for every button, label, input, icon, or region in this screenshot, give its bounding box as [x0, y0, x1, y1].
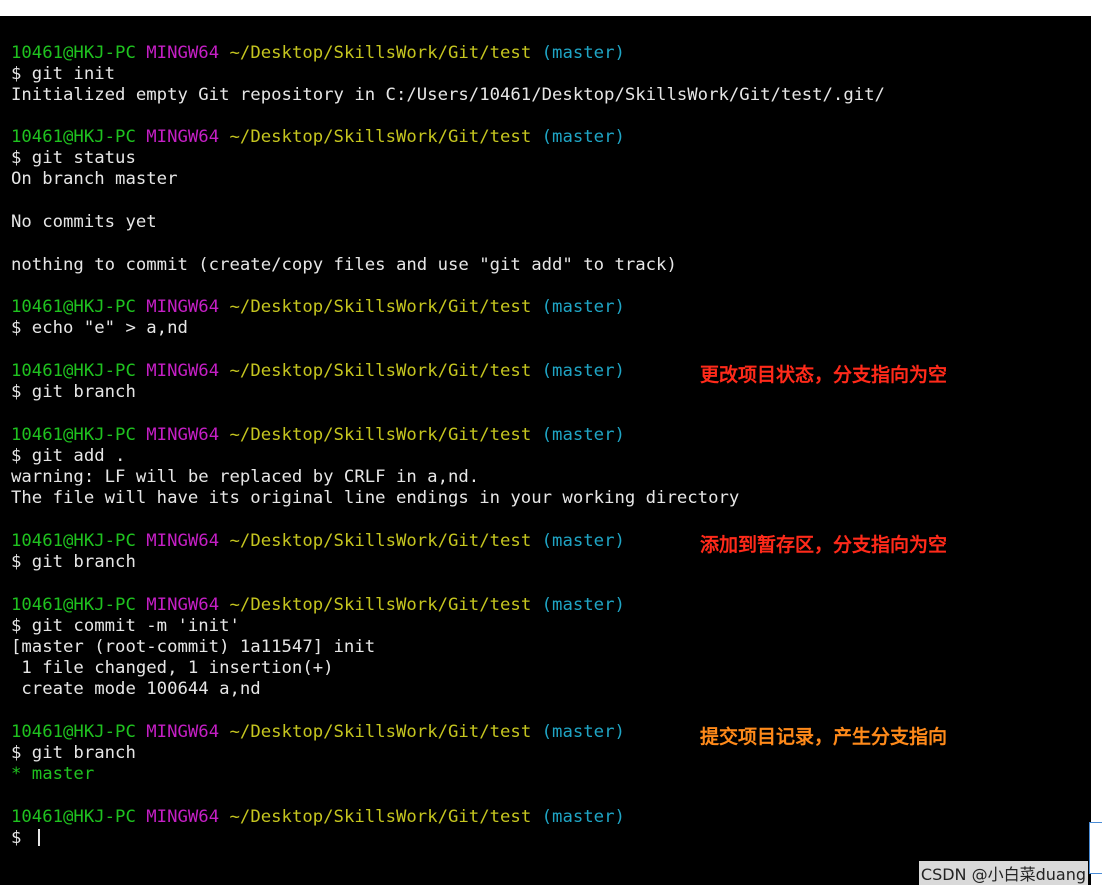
prompt-branch: (master): [541, 361, 625, 381]
output-text: The file will have its original line end…: [11, 488, 740, 508]
command-line: $ git init: [11, 63, 115, 85]
csdn-watermark: CSDN @小白菜duang: [918, 861, 1088, 885]
output-line: No commits yet: [11, 211, 157, 233]
output-line: create mode 100644 a,nd: [11, 678, 261, 700]
prompt-line: 10461@HKJ-PC MINGW64 ~/Desktop/SkillsWor…: [11, 424, 625, 446]
command-text: $ echo "e" > a,nd: [11, 318, 188, 338]
command-text: $: [11, 828, 32, 848]
prompt-msys: MINGW64: [146, 297, 220, 317]
prompt-path: ~/Desktop/SkillsWork/Git/test: [229, 43, 532, 63]
prompt-path: ~/Desktop/SkillsWork/Git/test: [229, 425, 532, 445]
command-line: $ git add .: [11, 445, 125, 467]
command-text: $ git commit -m 'init': [11, 616, 240, 636]
output-text: warning: LF will be replaced by CRLF in …: [11, 467, 480, 487]
prompt-msys: MINGW64: [146, 127, 220, 147]
prompt-branch: (master): [541, 43, 625, 63]
command-line: $ echo "e" > a,nd: [11, 317, 188, 339]
prompt-branch: (master): [541, 807, 625, 827]
command-line: $ git branch: [11, 742, 136, 764]
command-text: $ git branch: [11, 382, 136, 402]
command-line: $ git branch: [11, 551, 136, 573]
prompt-line: 10461@HKJ-PC MINGW64 ~/Desktop/SkillsWor…: [11, 126, 625, 148]
prompt-user: 10461@HKJ-PC: [11, 722, 136, 742]
prompt-msys: MINGW64: [146, 807, 220, 827]
command-line: $ git branch: [11, 381, 136, 403]
prompt-user: 10461@HKJ-PC: [11, 807, 136, 827]
prompt-msys: MINGW64: [146, 425, 220, 445]
prompt-user: 10461@HKJ-PC: [11, 127, 136, 147]
output-text: Initialized empty Git repository in C:/U…: [11, 85, 885, 105]
prompt-user: 10461@HKJ-PC: [11, 297, 136, 317]
prompt-user: 10461@HKJ-PC: [11, 361, 136, 381]
command-text: $ git status: [11, 148, 136, 168]
terminal-window[interactable]: 10461@HKJ-PC MINGW64 ~/Desktop/SkillsWor…: [0, 16, 1091, 885]
prompt-line: 10461@HKJ-PC MINGW64 ~/Desktop/SkillsWor…: [11, 594, 625, 616]
prompt-path: ~/Desktop/SkillsWork/Git/test: [229, 595, 532, 615]
output-text: 1 file changed, 1 insertion(+): [11, 658, 334, 678]
prompt-user: 10461@HKJ-PC: [11, 425, 136, 445]
prompt-path: ~/Desktop/SkillsWork/Git/test: [229, 361, 532, 381]
command-line: $: [11, 827, 40, 849]
annotation-commit: 提交项目记录，产生分支指向: [700, 726, 948, 748]
prompt-path: ~/Desktop/SkillsWork/Git/test: [229, 127, 532, 147]
prompt-branch: (master): [541, 722, 625, 742]
prompt-branch: (master): [541, 531, 625, 551]
prompt-branch: (master): [541, 297, 625, 317]
prompt-path: ~/Desktop/SkillsWork/Git/test: [229, 531, 532, 551]
output-line: nothing to commit (create/copy files and…: [11, 254, 677, 276]
prompt-msys: MINGW64: [146, 361, 220, 381]
prompt-line: 10461@HKJ-PC MINGW64 ~/Desktop/SkillsWor…: [11, 530, 625, 552]
output-line: warning: LF will be replaced by CRLF in …: [11, 466, 479, 488]
output-text: nothing to commit (create/copy files and…: [11, 255, 677, 275]
output-text: No commits yet: [11, 212, 157, 232]
prompt-msys: MINGW64: [146, 595, 220, 615]
prompt-line: 10461@HKJ-PC MINGW64 ~/Desktop/SkillsWor…: [11, 360, 625, 382]
output-line: 1 file changed, 1 insertion(+): [11, 657, 334, 679]
prompt-line: 10461@HKJ-PC MINGW64 ~/Desktop/SkillsWor…: [11, 42, 625, 64]
output-line: The file will have its original line end…: [11, 487, 739, 509]
prompt-user: 10461@HKJ-PC: [11, 43, 136, 63]
prompt-path: ~/Desktop/SkillsWork/Git/test: [229, 297, 532, 317]
annotation-staging: 添加到暂存区，分支指向为空: [700, 534, 948, 556]
output-text: create mode 100644 a,nd: [11, 679, 261, 699]
output-line: [master (root-commit) 1a11547] init: [11, 636, 375, 658]
scroll-handle[interactable]: [1089, 822, 1102, 874]
prompt-line: 10461@HKJ-PC MINGW64 ~/Desktop/SkillsWor…: [11, 296, 625, 318]
command-text: $ git init: [11, 64, 116, 84]
prompt-branch: (master): [541, 127, 625, 147]
output-line: On branch master: [11, 168, 177, 190]
prompt-msys: MINGW64: [146, 43, 220, 63]
prompt-branch: (master): [541, 595, 625, 615]
output-text: [master (root-commit) 1a11547] init: [11, 637, 376, 657]
command-line: $ git status: [11, 147, 136, 169]
text-cursor: [37, 829, 40, 846]
annotation-status-change: 更改项目状态，分支指向为空: [700, 364, 948, 386]
prompt-msys: MINGW64: [146, 722, 220, 742]
output-line: Initialized empty Git repository in C:/U…: [11, 84, 885, 106]
command-text: $ git add .: [11, 446, 126, 466]
prompt-user: 10461@HKJ-PC: [11, 595, 136, 615]
prompt-path: ~/Desktop/SkillsWork/Git/test: [229, 807, 532, 827]
command-text: $ git branch: [11, 743, 136, 763]
prompt-line: 10461@HKJ-PC MINGW64 ~/Desktop/SkillsWor…: [11, 806, 625, 828]
output-line: * master: [11, 763, 94, 785]
prompt-path: ~/Desktop/SkillsWork/Git/test: [229, 722, 532, 742]
prompt-user: 10461@HKJ-PC: [11, 531, 136, 551]
prompt-msys: MINGW64: [146, 531, 220, 551]
command-line: $ git commit -m 'init': [11, 615, 240, 637]
prompt-line: 10461@HKJ-PC MINGW64 ~/Desktop/SkillsWor…: [11, 721, 625, 743]
prompt-branch: (master): [541, 425, 625, 445]
output-text: * master: [11, 764, 95, 784]
command-text: $ git branch: [11, 552, 136, 572]
output-text: On branch master: [11, 169, 178, 189]
